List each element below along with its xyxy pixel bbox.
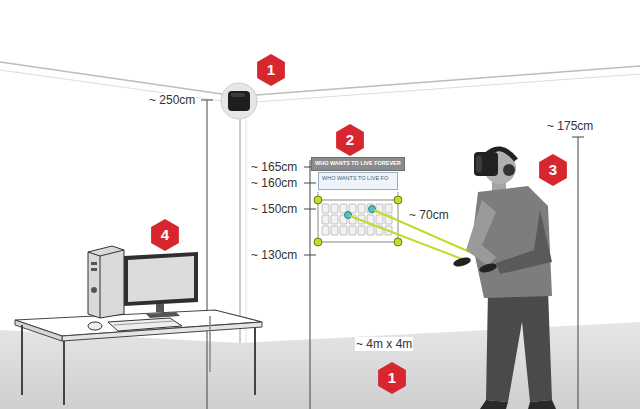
illustration-rect xyxy=(91,268,97,271)
illustration-ellipse xyxy=(478,262,497,274)
illustration-line xyxy=(201,100,213,101)
illustration-rect xyxy=(231,93,245,97)
callout-number: 4 xyxy=(161,227,169,243)
illustration-polygon xyxy=(128,256,194,302)
callout-number: 1 xyxy=(388,370,396,386)
illustration-line xyxy=(100,250,124,256)
illustration-line xyxy=(63,341,65,405)
illustration-circle xyxy=(369,206,376,213)
illustration-path xyxy=(480,400,508,409)
illustration-path xyxy=(466,200,496,266)
ceiling-line xyxy=(0,62,222,94)
illustration-polygon xyxy=(108,318,182,331)
illustration-line xyxy=(209,316,211,372)
ceiling-line xyxy=(256,74,640,102)
illustration-rect xyxy=(474,152,498,176)
callout-hexagon xyxy=(257,54,285,86)
illustration-rect xyxy=(340,226,347,235)
callout-number: 3 xyxy=(549,162,557,178)
illustration-rect xyxy=(367,226,374,235)
dimension-label: ~ 175cm xyxy=(546,119,594,133)
illustration-ellipse xyxy=(88,322,102,330)
illustration-circle xyxy=(91,287,97,293)
illustration-line xyxy=(304,183,316,184)
song-title-banner: WHO WANTS TO LIVE FOREVER xyxy=(311,157,405,171)
dimension-label: ~ 70cm xyxy=(408,208,450,222)
dimension-label: ~ 130cm xyxy=(250,248,298,262)
callout-number: 2 xyxy=(346,132,354,148)
callout-hexagons xyxy=(151,54,567,394)
illustration-line xyxy=(310,160,311,409)
illustration-rect xyxy=(385,204,392,213)
dimension-label: ~ 160cm xyxy=(250,176,298,190)
illustration-circle xyxy=(221,83,257,119)
illustration-ellipse xyxy=(452,256,471,268)
illustration-path xyxy=(486,290,552,402)
illustration-circle xyxy=(314,196,322,204)
illustration-line xyxy=(304,255,316,256)
illustration-rect xyxy=(331,204,338,213)
illustration-circle xyxy=(394,196,402,204)
callout-hexagon xyxy=(378,362,406,394)
text-input-field: WHO WANTS TO LIVE FO xyxy=(318,172,398,190)
illustration-circle xyxy=(503,164,515,176)
illustration-rect xyxy=(358,204,365,213)
callout-number: 1 xyxy=(267,62,275,78)
illustration-line xyxy=(578,137,579,409)
desk xyxy=(15,310,262,405)
illustration-line xyxy=(350,216,462,259)
illustration-rect xyxy=(322,226,329,235)
illustration-rect xyxy=(331,215,338,224)
wall-corner xyxy=(239,119,241,343)
illustration-rect xyxy=(91,262,97,265)
illustration-circle xyxy=(345,212,352,219)
illustration-line xyxy=(88,252,100,256)
ceiling-line xyxy=(256,66,640,95)
illustration-line xyxy=(207,100,208,409)
illustration-line xyxy=(21,325,23,395)
illustration-rect xyxy=(156,304,164,312)
dimension-label: ~ 165cm xyxy=(250,160,298,174)
illustration-rect xyxy=(228,91,250,111)
illustration-polygon xyxy=(88,246,124,318)
wall-corner xyxy=(246,119,247,343)
illustration-circle xyxy=(314,238,322,246)
illustration-rect xyxy=(322,215,329,224)
computer xyxy=(88,246,198,331)
illustration-line xyxy=(254,327,256,395)
person xyxy=(452,149,556,409)
base-station xyxy=(221,83,257,119)
illustration-rect xyxy=(476,156,482,172)
callout-hexagon xyxy=(539,154,567,186)
illustration-line xyxy=(114,321,174,325)
node-text: WHO WANTS TO LIVE FO xyxy=(322,175,388,183)
dimension-label: ~ 250cm xyxy=(148,93,196,107)
room xyxy=(0,62,640,409)
illustration-polygon xyxy=(146,312,180,318)
illustration-rect xyxy=(331,226,338,235)
dimension-label: ~ 4m x 4m xyxy=(355,337,413,351)
illustration-line xyxy=(572,137,584,138)
illustration-path xyxy=(496,210,552,274)
illustration-rect xyxy=(322,204,329,213)
illustration-rect xyxy=(349,226,356,235)
dimension-label: ~ 150cm xyxy=(250,202,298,216)
callout-hexagon xyxy=(336,124,364,156)
illustration-line xyxy=(304,209,316,210)
illustration-rect xyxy=(376,215,383,224)
illustration-line xyxy=(100,256,101,318)
node-text: WHO WANTS TO LIVE FOREVER xyxy=(315,160,401,168)
illustration-circle xyxy=(394,238,402,246)
illustration-polygon xyxy=(124,252,198,306)
dimension-lines xyxy=(201,100,584,409)
illustration-rect xyxy=(318,200,398,242)
illustration-rect xyxy=(358,226,365,235)
illustration-path xyxy=(528,400,556,409)
callout-hexagon xyxy=(151,219,179,251)
